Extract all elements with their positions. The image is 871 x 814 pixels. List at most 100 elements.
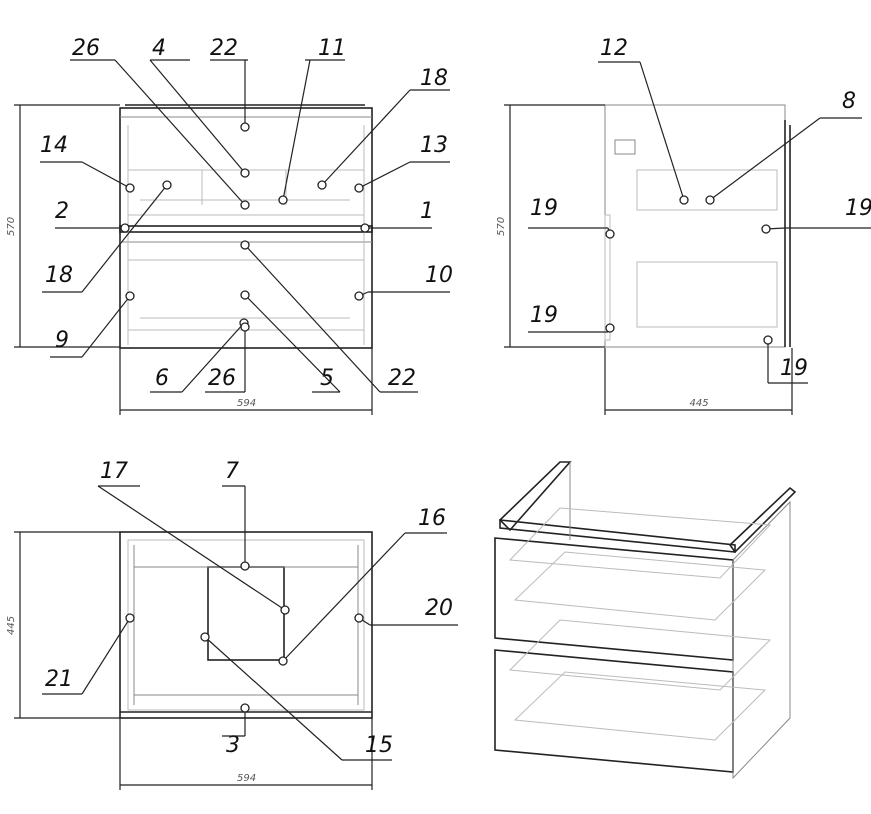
callout-front-11: 9 bbox=[50, 291, 135, 358]
callout-label: 11 bbox=[318, 36, 346, 61]
part-marker bbox=[354, 291, 364, 301]
leader-line bbox=[114, 59, 246, 206]
leader-line bbox=[639, 61, 685, 201]
part-marker bbox=[125, 291, 135, 301]
part-marker bbox=[240, 703, 250, 713]
front-view bbox=[119, 104, 373, 349]
callout-label: 20 bbox=[425, 596, 453, 621]
callout-label: 3 bbox=[226, 733, 240, 758]
callout-label: 22 bbox=[210, 36, 238, 61]
callout-label: 18 bbox=[420, 66, 448, 91]
callout-front-10: 10 bbox=[354, 263, 453, 301]
callout-label: 19 bbox=[530, 303, 558, 328]
front-width-dim: 594 bbox=[119, 348, 373, 415]
part-marker bbox=[240, 200, 250, 210]
part-marker bbox=[763, 335, 773, 345]
callout-top-6: 15 bbox=[200, 632, 393, 761]
leader-line bbox=[97, 485, 286, 611]
callout-front-2: 22 bbox=[210, 36, 250, 132]
callout-front-8: 1 bbox=[360, 199, 434, 233]
callout-label: 1 bbox=[420, 199, 434, 224]
callout-front-3: 11 bbox=[278, 36, 346, 205]
part-marker bbox=[240, 168, 250, 178]
part-marker bbox=[240, 561, 250, 571]
dimension-label: 445 bbox=[690, 398, 709, 409]
part-marker bbox=[705, 195, 715, 205]
leader-line bbox=[358, 161, 411, 189]
callout-label: 12 bbox=[600, 36, 628, 61]
dimension-lines: 570 594 570 445 445 594 bbox=[6, 104, 793, 790]
part-marker bbox=[125, 613, 135, 623]
callout-top-1: 7 bbox=[222, 459, 250, 571]
part-marker bbox=[162, 180, 172, 190]
leader-line bbox=[81, 295, 131, 358]
leader-line bbox=[149, 59, 246, 174]
dimension-label: 570 bbox=[496, 217, 507, 236]
part-marker bbox=[761, 224, 771, 234]
callout-front-15: 22 bbox=[240, 240, 418, 393]
part-marker bbox=[605, 229, 615, 239]
callout-label: 4 bbox=[152, 36, 166, 61]
callout-side-4: 19 bbox=[528, 303, 615, 333]
part-marker bbox=[200, 632, 210, 642]
callout-top-4: 21 bbox=[42, 613, 135, 695]
callout-side-0: 12 bbox=[598, 36, 689, 205]
isometric-view bbox=[494, 461, 797, 780]
front-height-dim: 570 bbox=[6, 104, 120, 348]
side-depth-dim: 445 bbox=[604, 348, 793, 415]
callout-front-7: 2 bbox=[55, 199, 130, 233]
part-marker bbox=[278, 195, 288, 205]
callout-top-2: 16 bbox=[278, 506, 447, 666]
top-depth-dim: 445 bbox=[6, 531, 120, 719]
callout-label: 15 bbox=[365, 733, 393, 758]
callout-label: 26 bbox=[72, 36, 100, 61]
callout-label: 22 bbox=[388, 366, 416, 391]
callout-label: 13 bbox=[420, 133, 448, 158]
callout-label: 16 bbox=[418, 506, 446, 531]
part-marker bbox=[360, 223, 370, 233]
callout-label: 17 bbox=[100, 459, 128, 484]
leader-line bbox=[81, 617, 131, 695]
leader-line bbox=[244, 294, 341, 393]
callout-side-1: 8 bbox=[705, 89, 862, 205]
callout-label: 6 bbox=[155, 366, 169, 391]
callout-top-0: 17 bbox=[97, 459, 290, 615]
callout-side-5: 19 bbox=[763, 335, 808, 384]
part-marker bbox=[240, 122, 250, 132]
callout-front-9: 18 bbox=[42, 180, 172, 293]
leader-line bbox=[244, 244, 381, 393]
callout-label: 21 bbox=[45, 667, 73, 692]
callout-front-14: 5 bbox=[240, 290, 341, 393]
leader-line bbox=[204, 636, 343, 761]
dimension-label: 445 bbox=[6, 616, 17, 635]
callout-front-6: 13 bbox=[354, 133, 450, 193]
dimension-label: 594 bbox=[237, 773, 256, 784]
callout-side-3: 19 bbox=[528, 196, 615, 239]
part-marker bbox=[354, 183, 364, 193]
part-marker bbox=[240, 240, 250, 250]
callout-label: 10 bbox=[425, 263, 453, 288]
side-view bbox=[604, 104, 791, 348]
part-marker bbox=[278, 656, 288, 666]
callout-front-13: 26 bbox=[205, 322, 250, 393]
leader-line bbox=[282, 532, 406, 662]
part-marker bbox=[125, 183, 135, 193]
part-marker bbox=[605, 323, 615, 333]
dimension-label: 570 bbox=[6, 217, 17, 236]
dimension-label: 594 bbox=[237, 398, 256, 409]
leader-line bbox=[81, 161, 131, 189]
callout-label: 14 bbox=[40, 133, 68, 158]
callout-label: 9 bbox=[55, 328, 69, 353]
callout-label: 19 bbox=[530, 196, 558, 221]
callout-side-2: 19 bbox=[761, 196, 871, 234]
callout-label: 2 bbox=[55, 199, 69, 224]
callout-label: 19 bbox=[845, 196, 871, 221]
side-height-dim: 570 bbox=[496, 104, 605, 348]
part-marker bbox=[240, 290, 250, 300]
leader-line bbox=[181, 322, 245, 393]
callout-label: 19 bbox=[780, 356, 808, 381]
callout-top-5: 3 bbox=[222, 703, 250, 758]
